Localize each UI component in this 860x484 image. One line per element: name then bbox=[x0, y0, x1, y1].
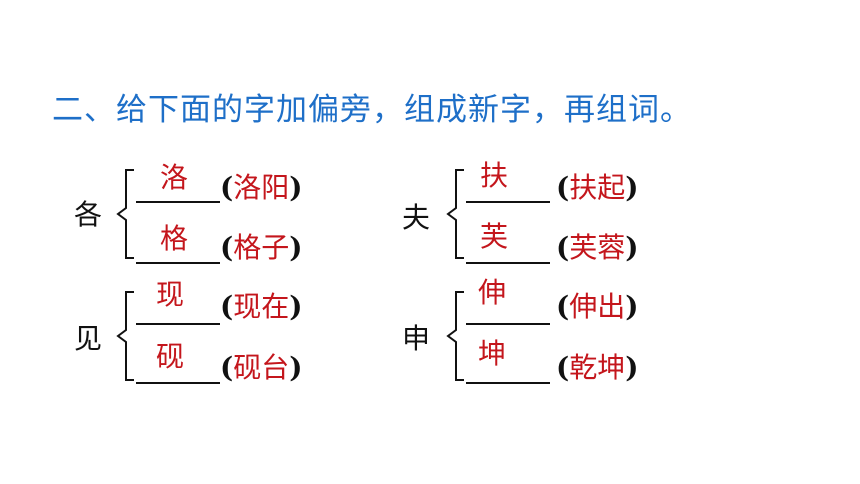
brace-icon bbox=[116, 291, 134, 381]
word-answer: (洛阳) bbox=[220, 171, 303, 204]
brace-icon bbox=[446, 291, 464, 381]
exercise-title: 二、给下面的字加偏旁，组成新字，再组词。 bbox=[52, 92, 692, 128]
answer-blank[interactable] bbox=[466, 262, 550, 264]
base-character: 申 bbox=[402, 322, 431, 355]
word-answer: (乾坤) bbox=[556, 351, 639, 384]
answer-character: 坤 bbox=[478, 337, 507, 370]
base-character: 夫 bbox=[402, 201, 431, 234]
answer-character: 砚 bbox=[156, 340, 185, 373]
word-answer: (砚台) bbox=[220, 351, 303, 384]
base-character: 见 bbox=[74, 322, 103, 355]
word-answer: (现在) bbox=[220, 290, 303, 323]
word-answer: (格子) bbox=[220, 231, 303, 264]
answer-character: 洛 bbox=[160, 161, 189, 194]
answer-blank[interactable] bbox=[466, 382, 550, 384]
answer-blank[interactable] bbox=[466, 201, 550, 203]
base-character: 各 bbox=[74, 198, 103, 231]
answer-character: 格 bbox=[160, 222, 189, 255]
brace-icon bbox=[446, 169, 464, 259]
answer-blank[interactable] bbox=[136, 201, 220, 203]
answer-character: 现 bbox=[156, 278, 185, 311]
answer-blank[interactable] bbox=[136, 262, 220, 264]
word-answer: (伸出) bbox=[556, 290, 639, 323]
answer-character: 伸 bbox=[478, 276, 507, 309]
answer-blank[interactable] bbox=[136, 382, 220, 384]
answer-blank[interactable] bbox=[136, 323, 220, 325]
word-answer: (芙蓉) bbox=[556, 231, 639, 264]
answer-character: 芙 bbox=[480, 220, 509, 253]
brace-icon bbox=[116, 169, 134, 259]
answer-character: 扶 bbox=[480, 159, 509, 192]
word-answer: (扶起) bbox=[556, 171, 639, 204]
answer-blank[interactable] bbox=[466, 323, 550, 325]
